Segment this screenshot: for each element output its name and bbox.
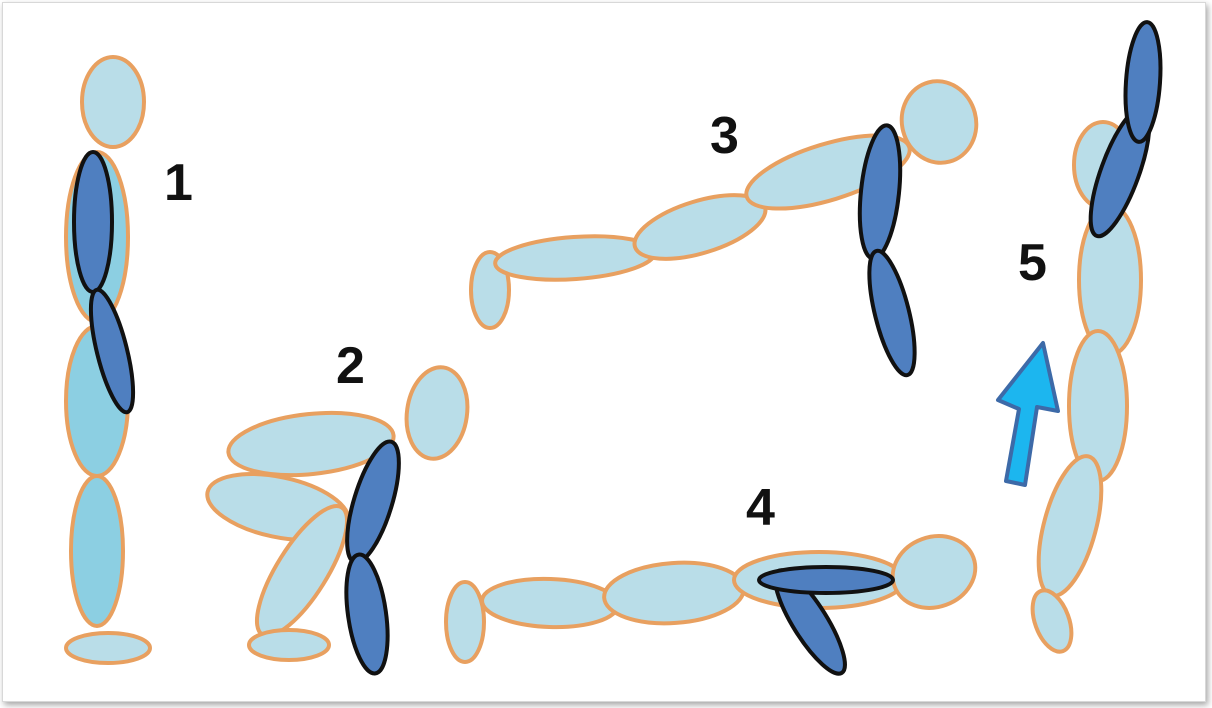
figure-5-shin bbox=[1026, 450, 1113, 603]
figure-5-jump: 5 bbox=[1018, 21, 1164, 657]
up-arrow-icon bbox=[998, 343, 1058, 485]
figure-3-shin bbox=[494, 231, 657, 284]
figure-2-forearm bbox=[340, 552, 394, 676]
figure-1-shin bbox=[71, 476, 123, 626]
figure-1-standing: 1 bbox=[66, 57, 193, 663]
figure-2-head bbox=[401, 363, 473, 462]
figure-5-label: 5 bbox=[1018, 234, 1047, 292]
figure-2-label: 2 bbox=[336, 337, 365, 395]
figure-4-upper-arm bbox=[759, 567, 893, 593]
figure-4-shin bbox=[481, 577, 619, 630]
figure-2-foot bbox=[249, 630, 329, 660]
figure-4-head bbox=[883, 525, 986, 620]
figure-3-plank: 3 bbox=[471, 73, 985, 379]
figure-4-foot bbox=[446, 582, 484, 662]
figure-1-upper-arm bbox=[74, 152, 112, 292]
figure-3-label: 3 bbox=[710, 107, 739, 165]
figure-2-squat: 2 bbox=[201, 337, 473, 676]
figure-3-forearm bbox=[860, 247, 924, 379]
figure-4-thigh bbox=[602, 558, 746, 628]
figure-5-forearm bbox=[1122, 21, 1164, 143]
figure-4-lying: 4 bbox=[446, 479, 985, 682]
figure-1-label: 1 bbox=[164, 154, 193, 212]
figure-1-foot bbox=[66, 633, 150, 663]
figure-1-head bbox=[82, 57, 144, 147]
figure-4-label: 4 bbox=[746, 479, 775, 537]
figure-5-foot bbox=[1025, 585, 1079, 657]
